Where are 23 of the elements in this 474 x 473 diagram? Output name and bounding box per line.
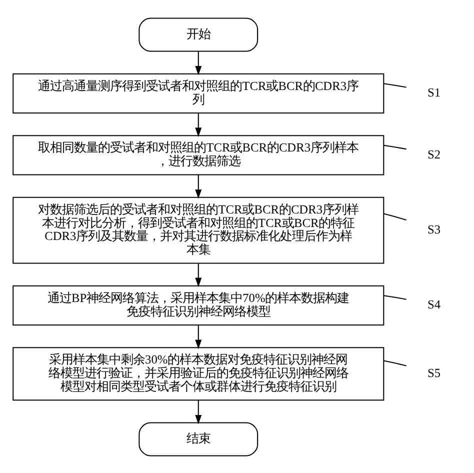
connector — [383, 360, 406, 366]
node-box: 对数据筛选后的受试者和对照组的TCR或BCR的CDR3序列样本进行对比分析，得到受试者和对照组的TCR或BCR的特征CDR3序列及其数量，并对其进行数据标准化处理后作为样本集 — [12, 196, 384, 264]
arrow — [194, 263, 202, 287]
arrow — [194, 50, 202, 75]
connector — [383, 294, 406, 300]
node-box: 通过高通量测序得到受试者和对照组的TCR或BCR的CDR3序列 — [12, 72, 384, 113]
arrow — [194, 112, 202, 136]
connector — [383, 144, 406, 150]
node-box: 通过BP神经网络算法，采用样本集中70%的样本数据构建免疫特征识别神经网络模型 — [12, 284, 384, 326]
arrow — [194, 400, 202, 424]
node-text: S3 — [427, 222, 440, 236]
node-text: S4 — [427, 297, 440, 312]
arrow — [194, 324, 202, 349]
node-text: S2 — [427, 146, 440, 161]
node-box: 采用样本集中剩余30%的样本数据对免疫特征识别神经网络模型进行验证，并采用验证后的免疫特征识别神经网络模型对相同类型受试者个体或群体进行免疫特征识别 — [12, 346, 384, 400]
node-box: 结束 — [138, 422, 258, 456]
connector — [383, 212, 406, 220]
node-text: S1 — [427, 85, 440, 100]
arrow — [194, 174, 202, 198]
node-text: S5 — [427, 366, 440, 380]
node-box: 取相同数量的受试者和对照组的TCR或BCR的CDR3序列样本，进行数据筛选 — [12, 134, 384, 175]
connector — [383, 82, 406, 88]
node-box: 开始 — [138, 17, 258, 52]
